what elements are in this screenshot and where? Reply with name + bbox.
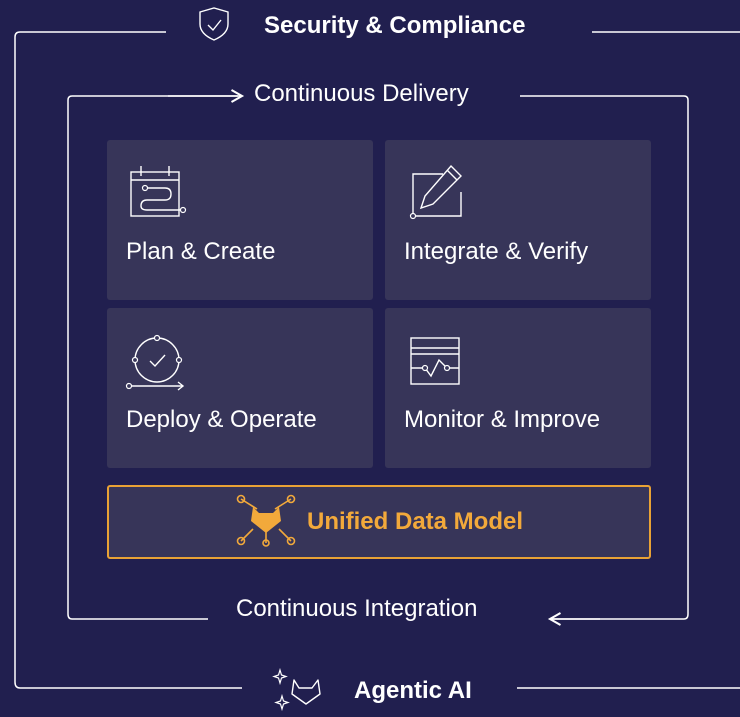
- continuous-integration-label: Continuous Integration: [236, 595, 478, 622]
- card-monitor-improve: Monitor & Improve: [385, 308, 651, 468]
- agentic-ai-footer: Agentic AI: [268, 666, 508, 717]
- outer-frame: [14, 31, 242, 689]
- deploy-cycle-icon: [125, 330, 187, 392]
- inner-frame-right: [520, 95, 689, 620]
- inner-frame-top-left: [67, 95, 238, 620]
- security-compliance-header: Security & Compliance: [190, 6, 590, 46]
- fox-network-icon: [235, 493, 297, 552]
- card-label: Monitor & Improve: [404, 406, 601, 433]
- agentic-ai-title: Agentic AI: [354, 677, 472, 704]
- unified-data-model-label: Unified Data Model: [306, 508, 523, 535]
- card-label: Integrate & Verify: [404, 238, 589, 265]
- card-deploy-operate: Deploy & Operate: [107, 308, 373, 468]
- continuous-delivery-label: Continuous Delivery: [254, 80, 469, 107]
- sparkle-fox-icon: [268, 666, 326, 717]
- card-plan-create: Plan & Create: [107, 140, 373, 300]
- card-integrate-verify: Integrate & Verify: [385, 140, 651, 300]
- shield-check-icon: [190, 4, 250, 49]
- security-compliance-title: Security & Compliance: [264, 12, 526, 39]
- monitor-pulse-icon: [403, 330, 465, 392]
- card-label: Deploy & Operate: [126, 406, 317, 433]
- calendar-icon: [125, 162, 187, 224]
- card-label: Plan & Create: [126, 238, 276, 265]
- pencil-edit-icon: [403, 162, 465, 224]
- unified-data-model-box: Unified Data Model: [107, 485, 651, 559]
